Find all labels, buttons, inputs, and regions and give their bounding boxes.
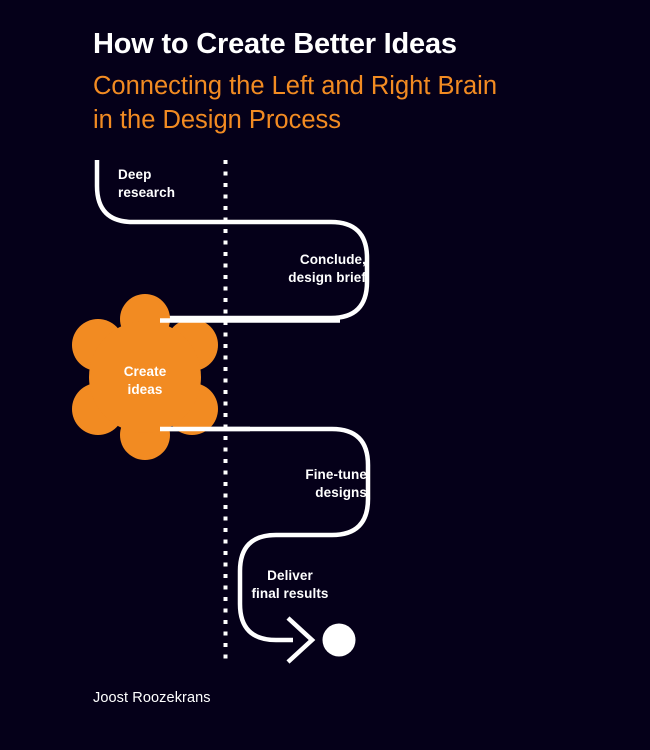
page-title: How to Create Better Ideas bbox=[93, 28, 457, 60]
flow-label-conclude: Conclude, design brief bbox=[226, 251, 366, 287]
flow-label-deep-research: Deep research bbox=[118, 166, 175, 202]
create-ideas-blob bbox=[72, 294, 218, 460]
flow-label-line-2: research bbox=[118, 184, 176, 200]
final-result-circle bbox=[322, 623, 356, 657]
author-name: Joost Roozekrans bbox=[93, 690, 211, 706]
chevron-right-arrow-icon bbox=[286, 616, 316, 664]
flow-label-deliver: Deliver final results bbox=[236, 567, 344, 603]
subtitle-line-2: in the Design Process bbox=[93, 106, 342, 135]
flow-label-fine-tune: Fine-tune designs bbox=[226, 466, 367, 502]
flow-path-segment-3 bbox=[160, 426, 371, 643]
flow-label-line-1: Create bbox=[123, 364, 167, 379]
flow-path-segment-1 bbox=[94, 160, 370, 321]
flow-label-line-2: ideas bbox=[127, 381, 163, 397]
subtitle-line-1: Connecting the Left and Right Brain bbox=[93, 72, 498, 101]
blob-core bbox=[89, 321, 201, 433]
flow-label-line-2: final results bbox=[251, 585, 329, 601]
flow-label-line-1: Conclude, bbox=[299, 252, 366, 267]
flow-label-line-1: Deep bbox=[118, 167, 152, 182]
flow-label-line-1: Fine-tune bbox=[305, 467, 367, 482]
title-block: How to Create Better Ideas Connecting th… bbox=[93, 26, 563, 137]
flow-label-create-ideas: Create ideas bbox=[95, 363, 195, 399]
flow-label-line-2: designs bbox=[315, 484, 367, 500]
flow-label-line-2: design brief bbox=[288, 269, 366, 285]
subtitle: Connecting the Left and Right Brain in t… bbox=[93, 69, 563, 137]
flow-label-line-1: Deliver bbox=[267, 568, 313, 583]
